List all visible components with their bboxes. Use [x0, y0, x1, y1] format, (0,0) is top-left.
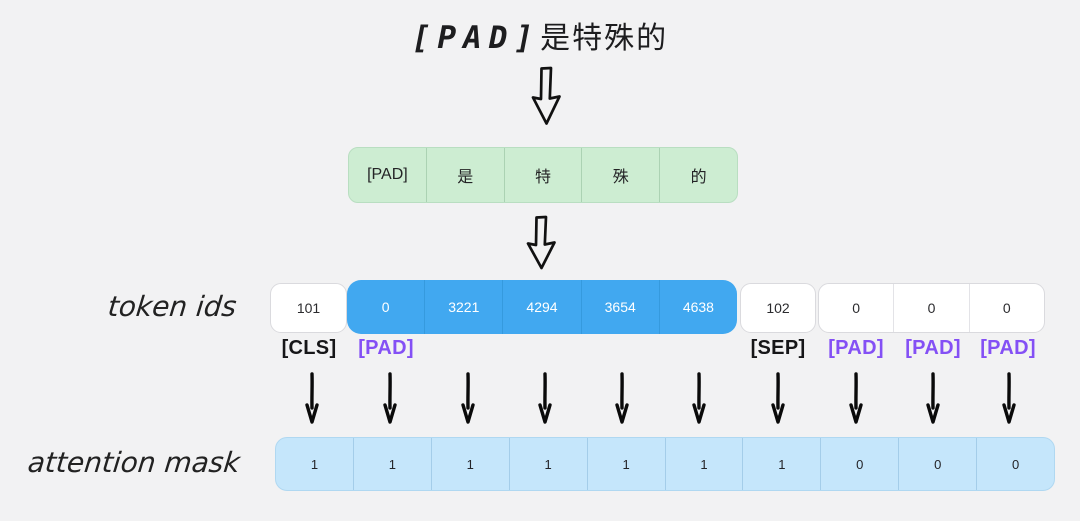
token-id-pad-group: 0 3221 4294 3654 4638 [347, 280, 737, 334]
down-arrow-icon [382, 372, 398, 425]
mask-value-cell: 1 [664, 438, 743, 490]
mask-value-cell: 0 [820, 438, 898, 490]
title-pad-token: [PAD] [411, 20, 541, 56]
token-id-cell-sep: 102 [740, 283, 816, 333]
down-arrow-icon [925, 372, 941, 425]
attention-mask-row: 1 1 1 1 1 1 1 0 0 0 [275, 437, 1055, 491]
down-arrow-icon [460, 372, 476, 425]
token-id-cell: 3654 [580, 280, 659, 334]
annotation-pad: [PAD] [358, 337, 414, 359]
token-id-cell: 3221 [424, 280, 502, 334]
down-arrow-icon [848, 372, 864, 425]
annotation-pad: [PAD] [905, 337, 961, 359]
attention-mask-label: attention mask [26, 446, 242, 479]
mask-value-cell: 1 [742, 438, 820, 490]
title-text: 是特殊的 [540, 22, 669, 55]
mask-value-cell: 1 [310, 456, 319, 472]
annotation-sep: [SEP] [750, 337, 806, 359]
mask-value-cell: 1 [430, 438, 509, 490]
sentence-token: 是 [425, 148, 504, 202]
down-arrow-icon [1001, 372, 1017, 425]
token-id-cell-cls: 101 [270, 283, 347, 333]
token-id-cell: 0 [893, 284, 968, 332]
token-id-cell: 0 [852, 300, 861, 316]
mask-value-cell: 1 [508, 438, 587, 490]
mask-value-cell: 1 [586, 438, 665, 490]
page-title: [PAD]是特殊的 [0, 13, 1080, 57]
down-arrow-icon [614, 372, 630, 425]
mask-value-cell: 1 [352, 438, 431, 490]
down-arrow-icon [770, 372, 786, 425]
down-arrow-icon [304, 372, 320, 425]
annotation-pad: [PAD] [828, 337, 884, 359]
down-arrow-outline-icon [521, 215, 561, 271]
mask-value-cell: 0 [898, 438, 976, 490]
token-id-cell: 4294 [502, 280, 580, 334]
token-id-tail-pad-group: 0 0 0 [818, 283, 1045, 333]
down-arrow-icon [537, 372, 553, 425]
down-arrow-icon [691, 372, 707, 425]
sentence-token-row: [PAD] 是 特 殊 的 [348, 147, 738, 203]
sentence-token: [PAD] [367, 166, 408, 183]
token-id-cell: 0 [968, 284, 1044, 332]
mask-value-cell: 0 [976, 438, 1054, 490]
token-ids-label: token ids [106, 290, 239, 323]
annotation-pad: [PAD] [980, 337, 1036, 359]
annotation-cls: [CLS] [281, 337, 337, 359]
down-arrow-outline-icon [526, 66, 566, 127]
token-id-cell: 4638 [658, 280, 737, 334]
token-id-cell: 0 [381, 299, 390, 315]
sentence-token: 特 [503, 148, 582, 202]
sentence-token: 的 [659, 148, 737, 202]
sentence-token: 殊 [581, 148, 659, 202]
